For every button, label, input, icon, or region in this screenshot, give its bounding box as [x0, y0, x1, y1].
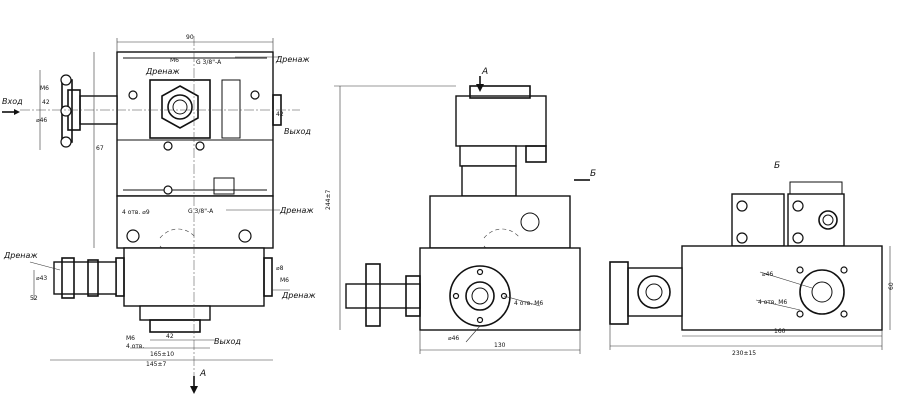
side-view-a: А Б 244±7 130 4 отв. М6 ⌀46: [325, 67, 596, 354]
label-inlet: Вход: [2, 97, 23, 106]
side-a-title: А: [481, 67, 488, 77]
dim-top-width: 90: [186, 34, 194, 41]
dim-d46-side-a: ⌀46: [448, 335, 459, 342]
side-b-left-fitting: [627, 267, 683, 317]
side-b-title: Б: [774, 161, 780, 171]
dim-42-c: 42: [42, 99, 50, 106]
side-b-main-body: [681, 245, 883, 331]
hex-nut: [161, 85, 199, 129]
dim-height-60: 60: [888, 282, 895, 290]
label-drain-mid: Дренаж: [279, 206, 314, 215]
label-drain-left: Дренаж: [3, 251, 38, 260]
dim-side-len: 145±7: [146, 361, 166, 368]
dim-holes-side-a: 4 отв. М6: [514, 300, 543, 307]
label-outlet-right: Выход: [284, 127, 311, 136]
dim-width-130: 130: [494, 342, 506, 349]
section-label-a: А: [199, 369, 206, 379]
dim-42-a: 42: [166, 333, 174, 340]
dim-d46-side-b: ⌀46: [762, 271, 773, 278]
dim-d46: ⌀46: [36, 117, 47, 124]
dim-d8: ⌀8: [276, 265, 284, 272]
bottom-outlet-fitting: [139, 305, 211, 321]
front-view: 90 G 3/8"-А G 3/8"-А М6 4 отв. ⌀9 4 отв.…: [2, 34, 316, 394]
inlet-handwheel: [60, 74, 73, 148]
dim-m6-a: М6: [170, 57, 179, 64]
dim-42-b: 42: [276, 111, 284, 118]
dim-vert-67: 67: [96, 145, 104, 152]
dim-thread-top: G 3/8"-А: [196, 59, 222, 66]
dim-d43: ⌀43: [36, 275, 47, 282]
dim-m6-b: М6: [126, 335, 135, 342]
side-view-b: Б ⌀46 4 отв. М6 160 230±15 60: [609, 161, 895, 357]
dim-m6-c: М6: [280, 277, 289, 284]
dim-holes-side-b: 4 отв. М6: [758, 299, 787, 306]
side-b-port: [799, 269, 845, 315]
dim-holes-a: 4 отв. ⌀9: [122, 209, 150, 216]
label-outlet-bottom: Выход: [214, 337, 241, 346]
dim-total-230: 230±15: [732, 350, 756, 357]
dim-bottom-len: 165±10: [150, 351, 174, 358]
label-drain-top-right: Дренаж: [275, 55, 310, 64]
dim-width-160: 160: [774, 328, 786, 335]
arrow-label-b: Б: [590, 169, 596, 179]
solenoid-coil: [455, 95, 547, 147]
solenoid-cover: [149, 79, 211, 139]
label-drain-bottom-right: Дренаж: [281, 291, 316, 300]
dim-height-244: 244±7: [325, 190, 332, 210]
dim-thread-mid: G 3/8"-А: [188, 208, 214, 215]
side-a-inlet: [345, 283, 421, 309]
dim-holes-b: 4 отв.: [126, 343, 144, 350]
dim-52: 52: [30, 295, 38, 302]
dim-m6-left: М6: [40, 85, 49, 92]
front-top-block: [116, 51, 274, 197]
side-a-lower-block: [419, 247, 581, 331]
label-drain-top-inner: Дренаж: [145, 67, 180, 76]
left-coupling: [53, 261, 117, 295]
side-a-middle-block: [429, 195, 571, 249]
